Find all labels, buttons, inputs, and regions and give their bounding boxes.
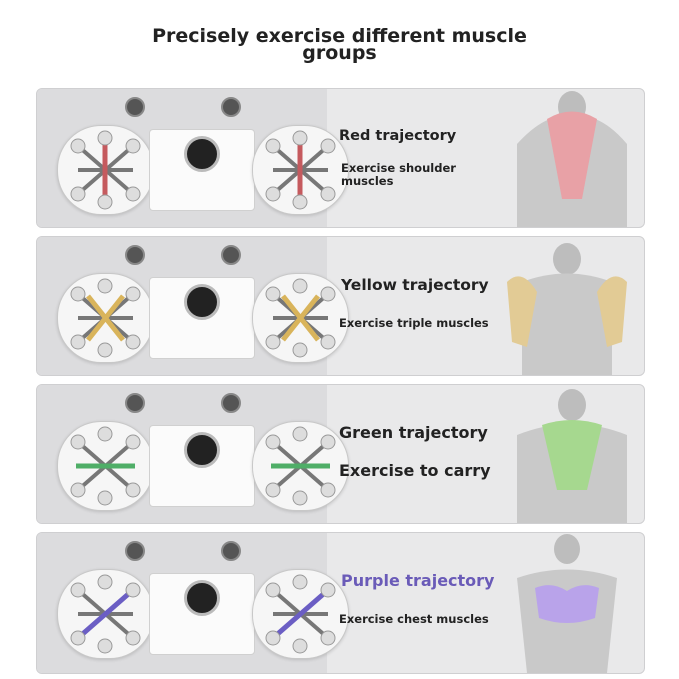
trajectory-label: Purple trajectory [341, 571, 495, 590]
trajectory-description-line2: muscles [341, 174, 394, 188]
fitness-board-icon [57, 273, 349, 363]
trajectory-label: Yellow trajectory [341, 276, 489, 294]
trajectory-description: Exercise to carry [339, 461, 491, 480]
handle-icon [125, 393, 145, 413]
handle-icon [221, 393, 241, 413]
right-pad [252, 125, 349, 215]
trajectory-description: Exercise triple muscles [339, 316, 489, 330]
right-pad [252, 569, 349, 659]
left-pad [57, 421, 154, 511]
panel-green: Green trajectory Exercise to carry [36, 384, 645, 524]
left-pad [57, 569, 154, 659]
display-icon [184, 136, 220, 172]
muscle-figure-icon [507, 243, 627, 375]
muscle-figure-icon [517, 389, 627, 523]
handle-icon [125, 97, 145, 117]
trajectory-icon [265, 426, 336, 506]
handle-icon [125, 541, 145, 561]
trajectory-icon [265, 574, 336, 654]
page-title-line2: groups [302, 42, 377, 64]
right-pad [252, 421, 349, 511]
muscle-figure-icon [517, 534, 617, 673]
trajectory-description: Exercise chest muscles [339, 612, 489, 626]
left-pad [57, 125, 154, 215]
trajectory-label: Red trajectory [339, 128, 457, 144]
fitness-board-icon [57, 421, 349, 511]
page-title: Precisely exercise different muscle [152, 25, 527, 47]
display-icon [184, 580, 220, 616]
trajectory-description: Exercise shoulder [341, 161, 456, 175]
trajectory-label: Green trajectory [339, 423, 488, 442]
trajectory-icon [70, 574, 141, 654]
trajectory-icon [70, 130, 141, 210]
handle-icon [125, 245, 145, 265]
control-panel [149, 425, 255, 507]
fitness-board-icon [57, 569, 349, 659]
control-panel [149, 129, 255, 211]
trajectory-icon [70, 278, 141, 358]
trajectory-icon [265, 130, 336, 210]
trajectory-icon [265, 278, 336, 358]
panel-purple: Purple trajectory Exercise chest muscles [36, 532, 645, 674]
handle-icon [221, 245, 241, 265]
muscle-figure-icon [517, 91, 627, 227]
control-panel [149, 277, 255, 359]
trajectory-icon [70, 426, 141, 506]
panel-red: Red trajectory Exercise shoulder muscles [36, 88, 645, 228]
control-panel [149, 573, 255, 655]
panel-yellow: Yellow trajectory Exercise triple muscle… [36, 236, 645, 376]
left-pad [57, 273, 154, 363]
handle-icon [221, 541, 241, 561]
display-icon [184, 284, 220, 320]
handle-icon [221, 97, 241, 117]
display-icon [184, 432, 220, 468]
fitness-board-icon [57, 125, 349, 215]
right-pad [252, 273, 349, 363]
